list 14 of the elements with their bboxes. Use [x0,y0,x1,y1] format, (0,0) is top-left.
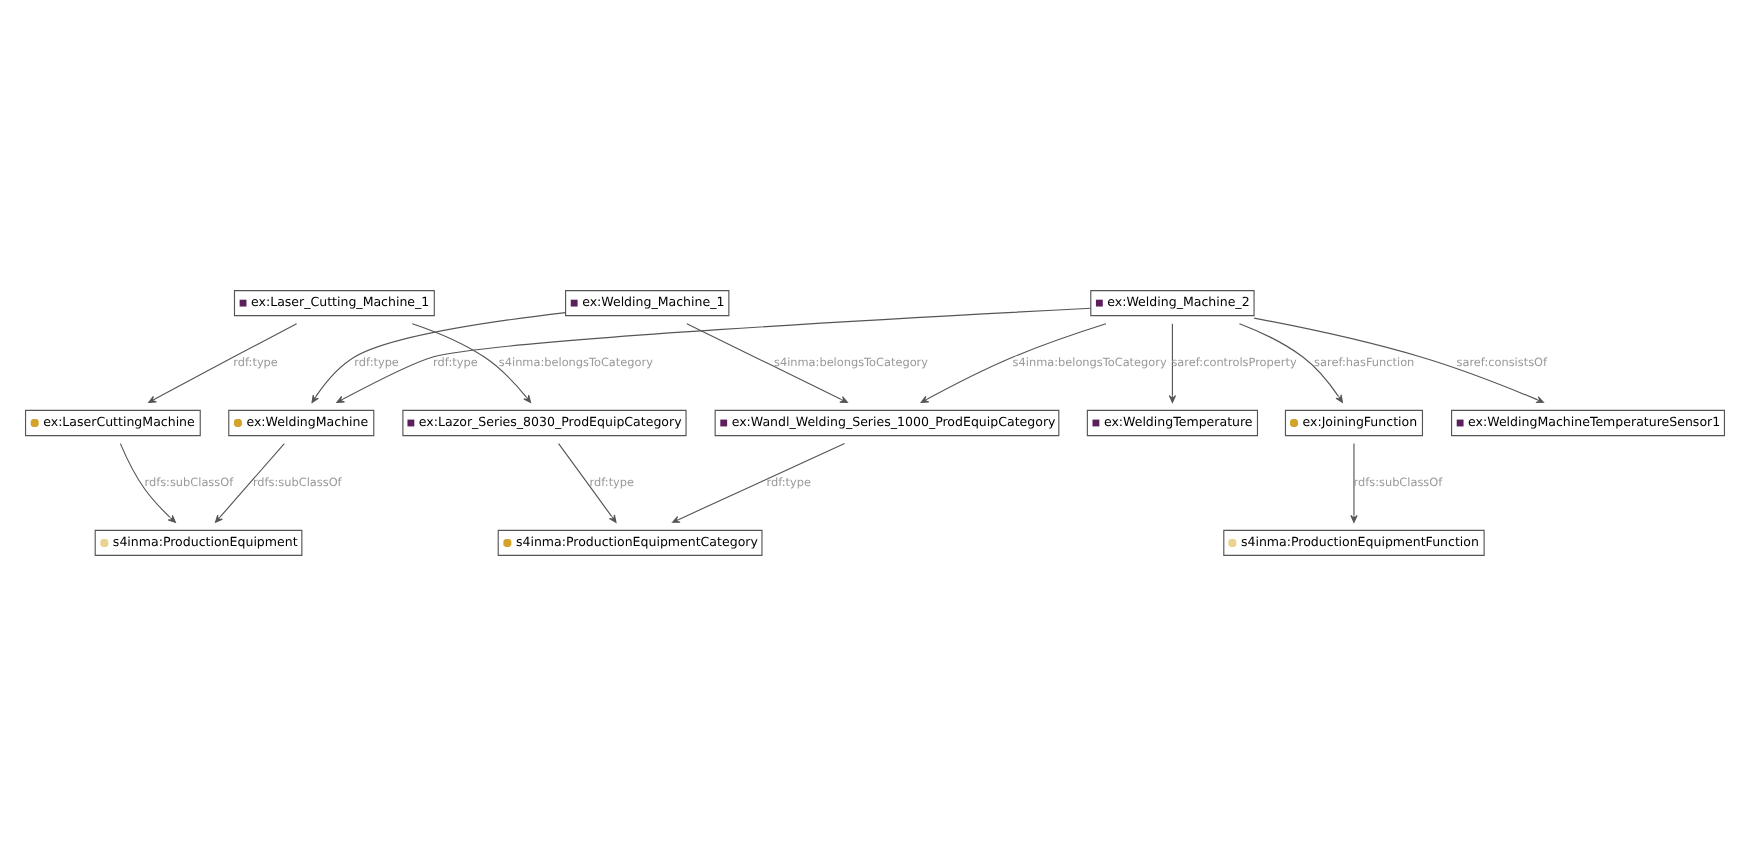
arrow [1237,322,1342,402]
arrow [147,322,297,402]
arrow [919,322,1106,402]
arrow [1349,442,1357,522]
arrow [118,442,175,522]
arrow [213,442,284,522]
arrow [310,311,566,402]
arrow [1252,316,1544,403]
arrow [685,322,847,402]
arrow [557,442,616,522]
arrow [410,322,531,402]
arrow [671,442,845,522]
arrow [335,306,1091,402]
arrow [1167,322,1176,402]
